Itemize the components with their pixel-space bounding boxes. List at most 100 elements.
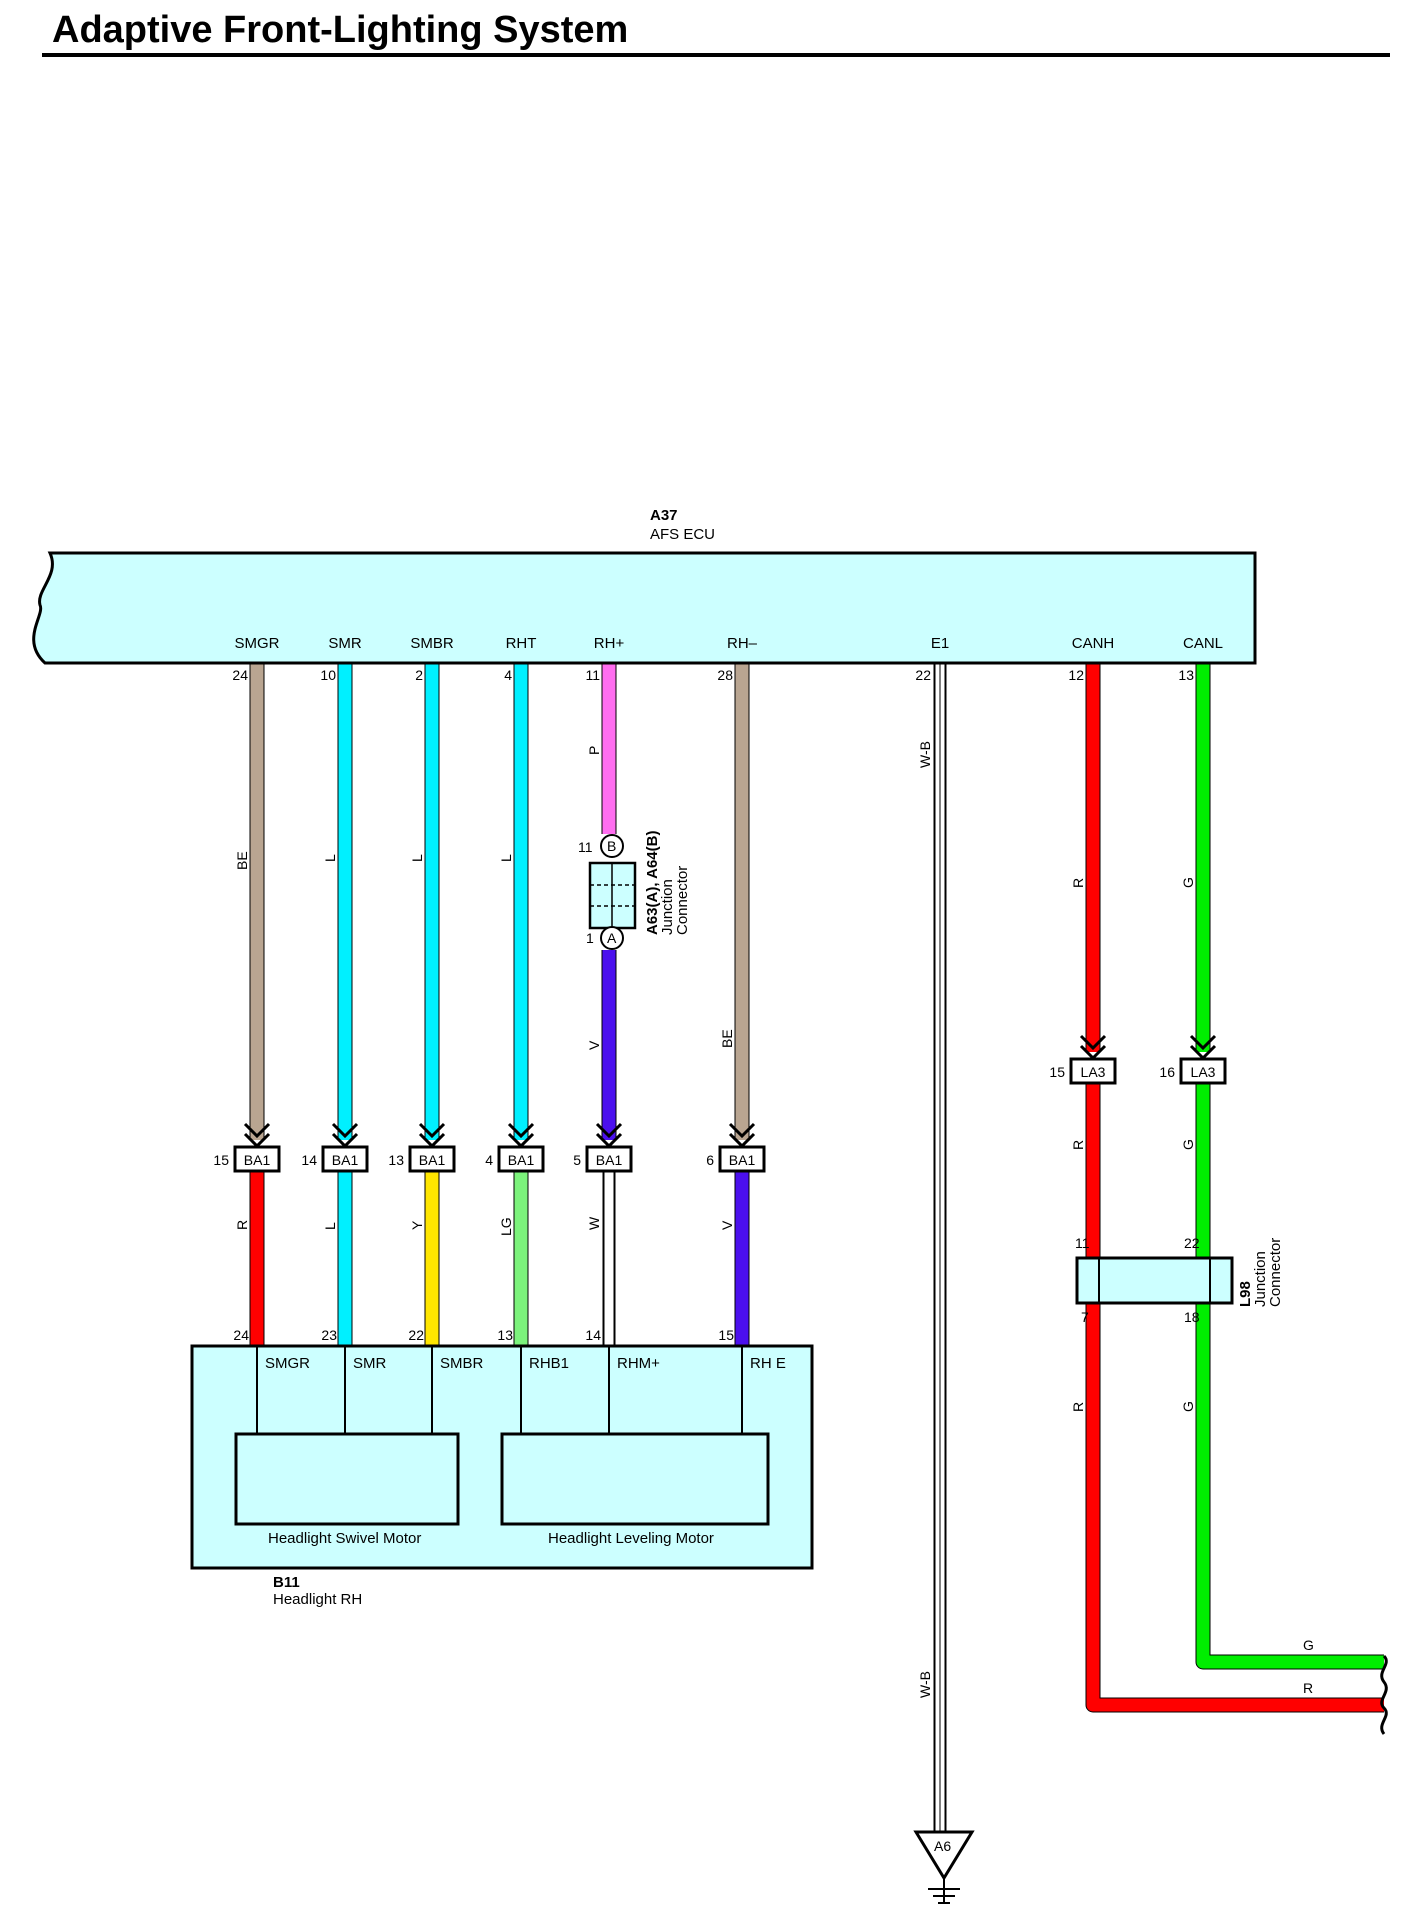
headlight-pin-4: 14	[585, 1327, 601, 1343]
ecu-pin-3: 4	[504, 667, 512, 683]
headlight-name: Headlight RH	[273, 1591, 362, 1608]
headlight-terminal-0: SMGR	[265, 1355, 310, 1372]
ba1-connector-1-code: BA1	[332, 1152, 359, 1168]
ba1-connector-5-body	[718, 1145, 766, 1173]
ba1-connector-0-body	[233, 1145, 281, 1173]
exit-wire-label-r: R	[1303, 1680, 1313, 1696]
ecu-pin-7: 12	[1068, 667, 1084, 683]
ba1-connector-1-chevron-1	[331, 1122, 359, 1139]
la3-connector-1-chevron-1	[1189, 1034, 1217, 1051]
ecu-terminal-4: RH+	[594, 635, 625, 652]
can-l-lower-label: G	[1180, 1401, 1196, 1412]
lower-wire-label-5: V	[719, 1220, 735, 1230]
junction-a63-marker-b	[600, 834, 624, 858]
ecu-pin-0: 24	[232, 667, 248, 683]
ba1-connector-3-pin: 4	[485, 1152, 493, 1168]
can-h-upper-label: R	[1070, 878, 1086, 888]
ba1-connector-3-chevron-1	[507, 1122, 535, 1139]
junction-a63-pin-a: 1	[586, 930, 594, 946]
ba1-connector-4-body	[585, 1145, 633, 1173]
ba1-connector-3-code: BA1	[508, 1152, 535, 1168]
ground-wire-label-bottom: W-B	[917, 1671, 933, 1698]
exit-wire-label-g: G	[1303, 1637, 1314, 1653]
ba1-connector-5-pin: 6	[706, 1152, 714, 1168]
ecu-terminal-5: RH–	[727, 635, 758, 652]
junction-a63-label: A63(A), A64(B)	[644, 831, 661, 935]
headlight-terminal-5: RH E	[750, 1355, 786, 1372]
leveling-motor-label: Headlight Leveling Motor	[548, 1530, 714, 1547]
ba1-connector-4-code: BA1	[596, 1152, 623, 1168]
lower-wire-label-1: L	[322, 1222, 338, 1230]
ground-symbol: A6	[913, 1830, 975, 1904]
swivel-motor-label: Headlight Swivel Motor	[268, 1530, 421, 1547]
ba1-connector-4-chevron-1	[595, 1122, 623, 1139]
ba1-connector-4-pin: 5	[573, 1152, 581, 1168]
ecu-body	[32, 551, 1257, 665]
ecu-code: A37	[650, 507, 678, 524]
junction-a63-mark-b: B	[607, 838, 616, 854]
ba1-connector-2-code: BA1	[419, 1152, 446, 1168]
headlight-pin-5: 15	[718, 1327, 734, 1343]
can-l-lower-outline	[1195, 1303, 1384, 1670]
wires	[249, 663, 1384, 1832]
la3-connector-0-code: LA3	[1081, 1064, 1106, 1080]
junction-l98-pin-in-l: 22	[1184, 1235, 1200, 1251]
junction-a63-marker-a	[600, 926, 624, 950]
lower-wire-label-2: Y	[409, 1220, 425, 1230]
headlight-terminal-3: RHB1	[529, 1355, 569, 1372]
ba1-connector-5-code: BA1	[729, 1152, 756, 1168]
junction-l98-pin-out-h: 7	[1081, 1309, 1089, 1325]
ba1-connector-2-pin: 13	[388, 1152, 404, 1168]
junction-a63-pin-b: 11	[578, 839, 593, 855]
headlight-terminal-2: SMBR	[440, 1355, 484, 1372]
headlight-terminal-4: RHM+	[617, 1355, 660, 1372]
ba1-connector-2-body	[408, 1145, 456, 1173]
la3-connector-0-chevron-1	[1079, 1034, 1107, 1051]
ecu-terminal-1: SMR	[328, 635, 362, 652]
junction-l98-pin-out-l: 18	[1184, 1309, 1200, 1325]
upper-wire-label-0: BE	[234, 851, 250, 870]
can-h-mid-label: R	[1070, 1140, 1086, 1150]
ba1-connector-2-chevron-1	[418, 1122, 446, 1139]
la3-connector-1-body	[1179, 1057, 1227, 1085]
ecu-terminal-0: SMGR	[235, 635, 280, 652]
ecu-pin-1: 10	[320, 667, 336, 683]
upper-wire-label-2: L	[409, 854, 425, 862]
upper-wire-label-4: P	[586, 746, 602, 755]
ba1-connector-5-chevron-1	[728, 1122, 756, 1139]
page-title: Adaptive Front-Lighting System	[52, 9, 628, 51]
junction-a63-mark-a: A	[607, 930, 617, 946]
ecu-terminal-7: CANH	[1072, 635, 1115, 652]
ground-triangle	[913, 1830, 975, 1881]
swivel-motor-box	[234, 1432, 460, 1526]
la3-connector-1-code: LA3	[1191, 1064, 1216, 1080]
upper-wire-label-1: L	[322, 854, 338, 862]
ecu-terminal-8: CANL	[1183, 635, 1223, 652]
junction-connector-l98: 11 22 7 18 L98 Junction Connector	[1075, 1235, 1284, 1325]
can-h-lower	[1086, 1303, 1384, 1712]
lower-wire-label-3: LG	[498, 1217, 514, 1236]
la3-connector-0-body	[1069, 1057, 1117, 1085]
lower-wire-label-4: W	[586, 1216, 602, 1230]
can-l-upper-label: G	[1180, 877, 1196, 888]
upper-wire-label-3: L	[498, 854, 514, 862]
headlight-pin-3: 13	[497, 1327, 513, 1343]
ecu-pin-4: 11	[585, 667, 600, 683]
junction-l98-code: L98	[1237, 1281, 1254, 1307]
ground-wire-label-top: W-B	[917, 741, 933, 768]
ba1-connector-0-chevron-1	[243, 1122, 271, 1139]
headlight-rh: Headlight Swivel Motor Headlight Levelin…	[190, 1327, 814, 1570]
ecu-pin-6: 22	[915, 667, 931, 683]
ba1-connector-0-code: BA1	[244, 1152, 271, 1168]
ba1-connector-0-pin: 15	[213, 1152, 229, 1168]
ecu-pin-8: 13	[1178, 667, 1194, 683]
headlight-terminal-1: SMR	[353, 1355, 387, 1372]
ecu-terminal-3: RHT	[506, 635, 537, 652]
junction-l98-pin-in-h: 11	[1075, 1235, 1090, 1251]
upper-wire-label-6: BE	[719, 1029, 735, 1048]
ecu-terminals: SMGR24SMR10SMBR2RHT4RH+11RH–28E122CANH12…	[232, 635, 1223, 683]
junction-a63-type-1: Junction	[659, 879, 676, 935]
la3-connector-1-pin: 16	[1159, 1064, 1175, 1080]
la3-connector-0-pin: 15	[1049, 1064, 1065, 1080]
